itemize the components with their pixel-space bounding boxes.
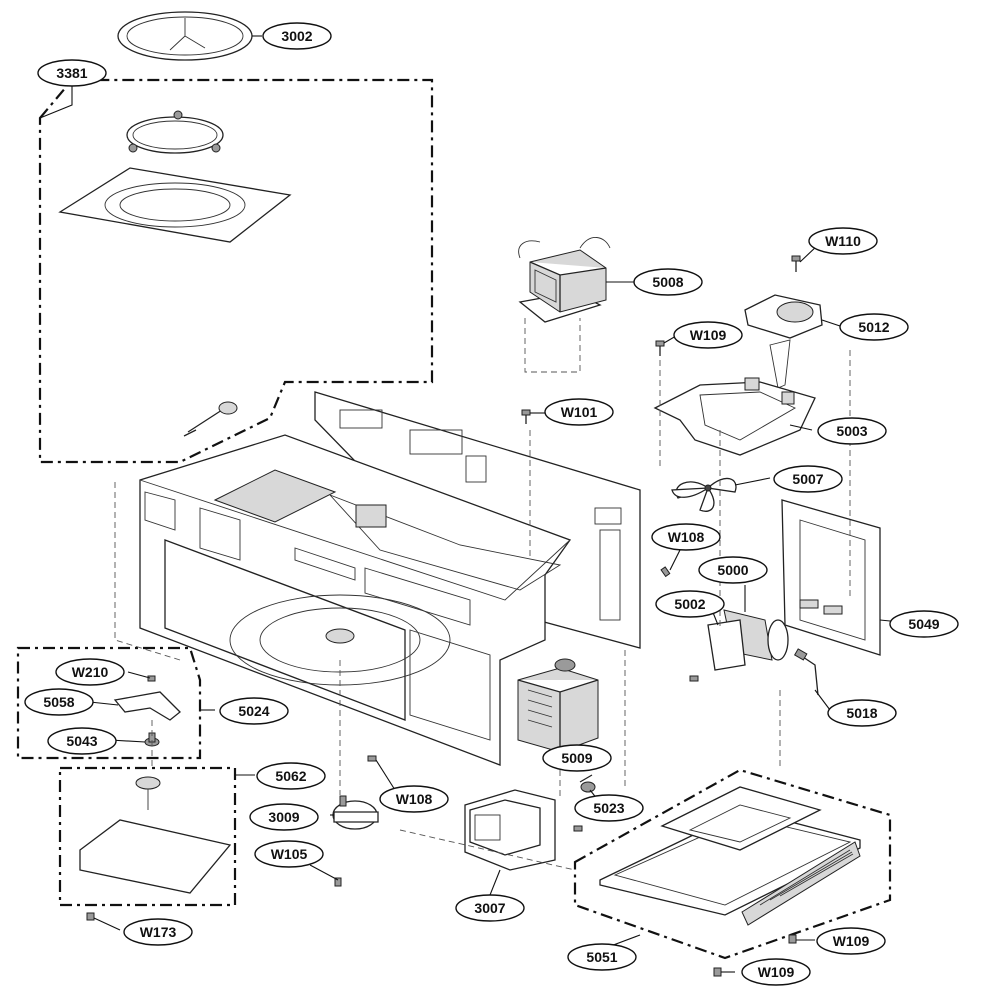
callout-label: 5007: [792, 471, 823, 487]
callout-3381: 3381: [37, 59, 107, 87]
callout-W105: W105: [254, 840, 324, 868]
callout-label: W210: [72, 664, 109, 680]
screw-3007: [573, 825, 583, 832]
callout-label: W101: [561, 404, 598, 420]
fan-blade-5007: [671, 477, 737, 512]
callout-5023: 5023: [574, 794, 644, 822]
turntable-cover-plate: [58, 167, 292, 243]
screw-W110: [791, 255, 801, 272]
callout-label: W109: [690, 327, 727, 343]
glass-tray-3002: [117, 11, 253, 61]
callout-label: W109: [833, 933, 870, 949]
roller-ring-3381: [126, 110, 224, 154]
leader-lines: [39, 35, 901, 973]
callout-W173: W173: [123, 918, 193, 946]
callout-W109-lower-1: W109: [816, 927, 886, 955]
callout-5009: 5009: [542, 744, 612, 772]
transformer-5008: [518, 237, 611, 323]
callout-3002: 3002: [262, 22, 332, 50]
callout-label: W109: [758, 964, 795, 980]
callout-label: 5024: [238, 703, 269, 719]
callout-label: 3381: [56, 65, 87, 81]
callout-label: 5062: [275, 768, 306, 784]
callout-5007: 5007: [773, 465, 843, 493]
capacitor-bracket-5002: [707, 619, 746, 671]
callout-5008: 5008: [633, 268, 703, 296]
callout-label: 5051: [586, 949, 617, 965]
callout-label: 5023: [593, 800, 624, 816]
cover-plate-5062: [79, 776, 232, 894]
callout-W108-right: W108: [651, 523, 721, 551]
callout-5024: 5024: [219, 697, 289, 725]
callout-5043: 5043: [47, 727, 117, 755]
callout-label: 5000: [717, 562, 748, 578]
screw-W109-upper: [655, 340, 665, 356]
callout-label: W108: [668, 529, 705, 545]
callout-W109-upper: W109: [673, 321, 743, 349]
callout-5062: 5062: [256, 762, 326, 790]
screw-W109-lower-2: [713, 967, 722, 977]
callout-label: 3002: [281, 28, 312, 44]
callout-5003: 5003: [817, 417, 887, 445]
group-outline-5062: [58, 766, 237, 907]
callout-5002: 5002: [655, 590, 725, 618]
callout-5049: 5049: [889, 610, 959, 638]
base-plate-5051: [599, 786, 861, 926]
thermostat-5023: [579, 774, 596, 793]
fan-motor-5012: [744, 294, 823, 389]
callout-label: 5018: [846, 705, 877, 721]
callout-5000: 5000: [698, 556, 768, 584]
screw-W101: [521, 409, 531, 424]
callout-W109-lower-2: W109: [741, 958, 811, 986]
callout-label: W110: [825, 233, 861, 249]
callout-label: 5043: [66, 733, 97, 749]
screw-W173: [86, 912, 95, 921]
callout-5058: 5058: [24, 688, 94, 716]
callout-label: W108: [396, 791, 433, 807]
callout-label: 5058: [43, 694, 74, 710]
magnetron-5009: [517, 658, 599, 753]
sensor-probe: [183, 401, 238, 437]
callout-W210: W210: [55, 658, 125, 686]
stirrer-screw-W210: [147, 675, 156, 682]
callout-W110: W110: [808, 227, 878, 255]
callout-label: 5012: [858, 319, 889, 335]
callout-label: 3007: [474, 900, 505, 916]
callout-5018: 5018: [827, 699, 897, 727]
callout-5051: 5051: [567, 943, 637, 971]
callout-label: 3009: [268, 809, 299, 825]
fan-bracket-5003: [653, 377, 816, 456]
turntable-motor-3009: [332, 795, 379, 830]
callout-label: 5003: [836, 423, 867, 439]
callout-label: 5002: [674, 596, 705, 612]
callout-label: W105: [271, 846, 308, 862]
callout-label: 5008: [652, 274, 683, 290]
callout-3009: 3009: [249, 803, 319, 831]
screw-W108-lower: [367, 755, 377, 762]
group-outline-5051: [573, 768, 892, 960]
group-outline-3381: [38, 78, 434, 464]
group-outline-5024: [16, 646, 202, 760]
waveguide-3007: [464, 789, 556, 871]
oven-cavity-chassis: [139, 434, 572, 766]
stirrer-5058: [113, 691, 181, 721]
callout-3007: 3007: [455, 894, 525, 922]
diode-5018: [793, 648, 819, 696]
screw-small-5018: [689, 675, 699, 682]
callout-5012: 5012: [839, 313, 909, 341]
callout-W101: W101: [544, 398, 614, 426]
screw-W109-lower-1: [788, 934, 797, 944]
side-plate-5049: [781, 499, 881, 656]
callout-label: 5049: [908, 616, 939, 632]
assembly-guides: [114, 318, 851, 871]
callout-label: W173: [140, 924, 177, 940]
screw-W105: [334, 877, 342, 887]
screw-W108-right: [660, 566, 671, 578]
callout-W108-lower: W108: [379, 785, 449, 813]
callout-label: 5009: [561, 750, 592, 766]
